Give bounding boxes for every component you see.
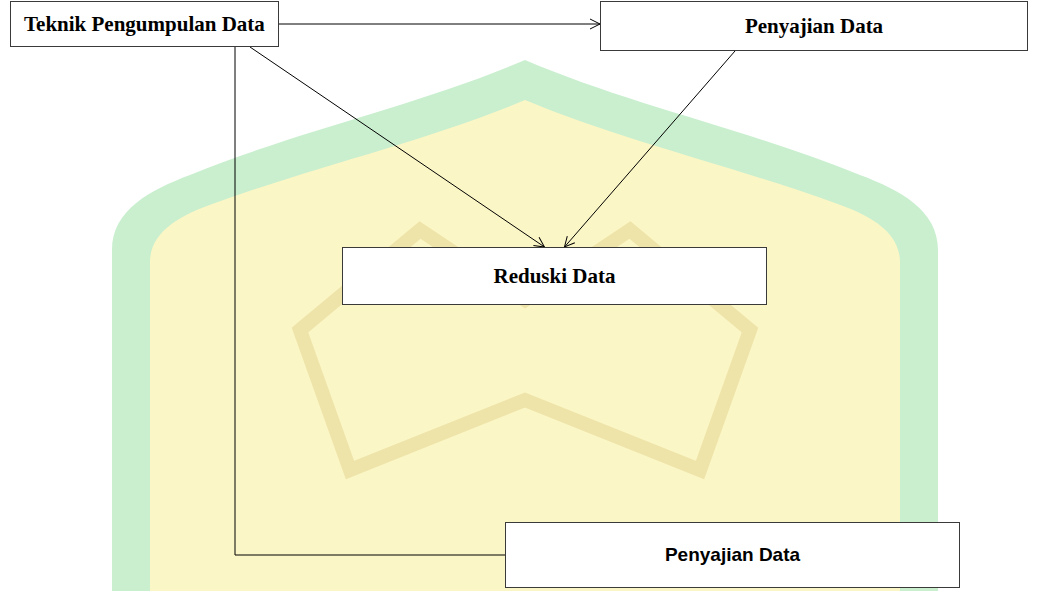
connector bbox=[279, 24, 600, 25]
watermark-arch-outer bbox=[112, 60, 938, 591]
watermark-arch-inner bbox=[150, 100, 900, 591]
process-box: Penyajian Data bbox=[505, 522, 960, 588]
process-box: Teknik Pengumpulan Data bbox=[10, 1, 279, 47]
connector bbox=[565, 51, 736, 247]
process-box: Penyajian Data bbox=[600, 1, 1028, 51]
box-label: Teknik Pengumpulan Data bbox=[24, 12, 265, 37]
box-label: Penyajian Data bbox=[745, 14, 883, 39]
box-label: Penyajian Data bbox=[665, 544, 800, 566]
process-box: Reduski Data bbox=[342, 247, 767, 305]
box-label: Reduski Data bbox=[494, 264, 616, 289]
connector bbox=[250, 47, 545, 247]
